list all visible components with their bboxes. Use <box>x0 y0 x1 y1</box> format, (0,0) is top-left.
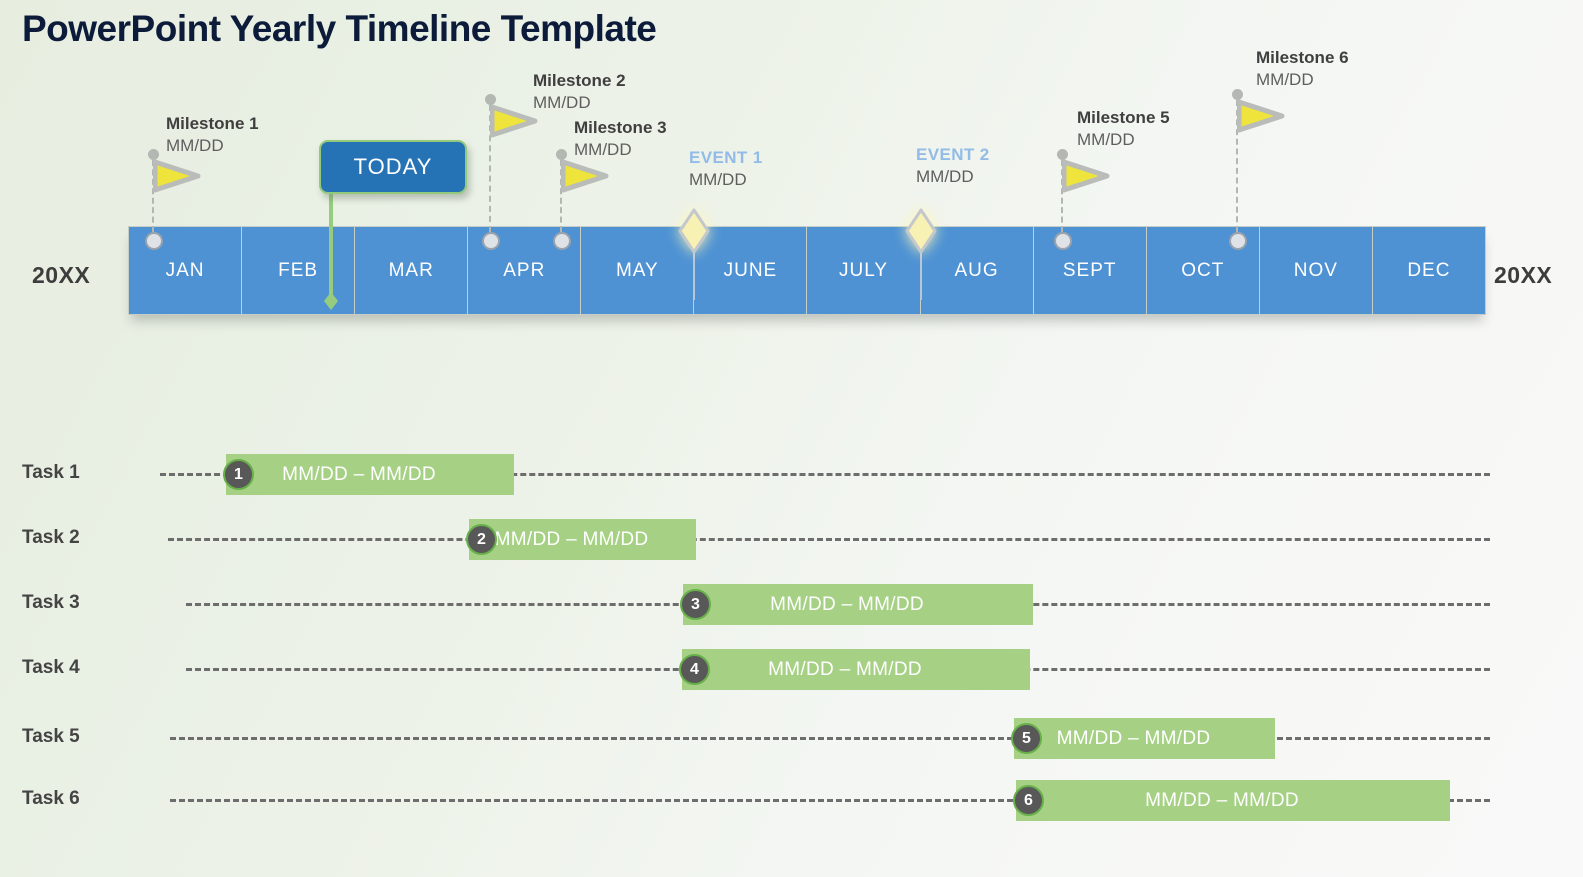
task-3-range: MM/DD – MM/DD <box>770 593 924 615</box>
milestone-3-date: MM/DD <box>574 140 632 159</box>
today-tip-icon <box>324 292 338 310</box>
milestone-anchor-dot <box>482 232 500 250</box>
task-4-bar[interactable]: MM/DD – MM/DD <box>682 649 1030 690</box>
milestone-6-date: MM/DD <box>1256 70 1314 89</box>
milestone-5-date: MM/DD <box>1077 130 1135 149</box>
today-marker[interactable]: TODAY <box>319 140 467 194</box>
task-1-badge[interactable]: 1 <box>223 459 254 490</box>
today-stem <box>329 192 333 296</box>
month-bar: JAN FEB MAR APR MAY JUNE JULY AUG SEPT O… <box>128 226 1486 315</box>
flag-icon <box>153 159 201 193</box>
month-cell-may[interactable]: MAY <box>580 226 694 315</box>
task-2-label: Task 2 <box>22 527 80 548</box>
task-row: Task 4 MM/DD – MM/DD 4 <box>0 645 1583 693</box>
task-3-bar[interactable]: MM/DD – MM/DD <box>683 584 1033 625</box>
milestone-1-title: Milestone 1 <box>166 114 259 133</box>
milestone-pole <box>1061 160 1063 232</box>
diamond-icon <box>678 208 710 254</box>
milestone-ball-icon <box>148 149 159 160</box>
task-6-bar[interactable]: MM/DD – MM/DD <box>1016 780 1450 821</box>
task-5-bar[interactable]: MM/DD – MM/DD <box>1014 718 1275 759</box>
flag-icon <box>1062 159 1110 193</box>
task-1-range: MM/DD – MM/DD <box>282 463 436 485</box>
task-row: Task 3 MM/DD – MM/DD 3 <box>0 580 1583 628</box>
task-bar-shape <box>1014 718 1275 759</box>
task-3-badge[interactable]: 3 <box>680 589 711 620</box>
milestone-1-date: MM/DD <box>166 136 224 155</box>
milestone-pole <box>1236 100 1238 232</box>
milestone-6-title: Milestone 6 <box>1256 48 1349 67</box>
diamond-icon <box>905 208 937 254</box>
milestone-5-title: Milestone 5 <box>1077 108 1170 127</box>
task-4-range: MM/DD – MM/DD <box>768 658 922 680</box>
milestone-pole <box>560 160 562 232</box>
task-bar-shape <box>226 454 514 495</box>
milestone-pole <box>152 160 154 232</box>
task-row: Task 2 MM/DD – MM/DD 2 <box>0 515 1583 563</box>
task-1-label: Task 1 <box>22 462 80 483</box>
milestone-anchor-dot <box>145 232 163 250</box>
task-bar-shape <box>1016 780 1450 821</box>
task-6-track <box>170 799 1490 802</box>
month-cell-aug[interactable]: AUG <box>919 226 1033 315</box>
task-6-range: MM/DD – MM/DD <box>1145 789 1299 811</box>
task-1-bar[interactable]: MM/DD – MM/DD <box>226 454 514 495</box>
month-cell-jan[interactable]: JAN <box>128 226 242 315</box>
task-6-label: Task 6 <box>22 788 80 809</box>
event-1-title: EVENT 1 <box>689 148 763 167</box>
task-5-range: MM/DD – MM/DD <box>1056 727 1211 749</box>
flag-icon <box>561 159 609 193</box>
task-5-track <box>170 737 1490 740</box>
task-2-bar[interactable]: MM/DD – MM/DD <box>469 519 696 560</box>
task-row: Task 5 MM/DD – MM/DD 5 <box>0 714 1583 762</box>
task-row: Task 6 MM/DD – MM/DD 6 <box>0 776 1583 824</box>
month-cell-july[interactable]: JULY <box>806 226 920 315</box>
flag-icon <box>490 104 538 138</box>
task-2-track <box>168 538 1490 541</box>
milestone-2-date: MM/DD <box>533 93 591 112</box>
milestone-3-title: Milestone 3 <box>574 118 667 137</box>
task-row: Task 1 MM/DD – MM/DD 1 <box>0 450 1583 498</box>
milestone-ball-icon <box>485 94 496 105</box>
task-6-badge[interactable]: 6 <box>1013 785 1044 816</box>
milestone-pole <box>489 105 491 232</box>
task-3-label: Task 3 <box>22 592 80 613</box>
event-stem <box>693 248 695 300</box>
month-cell-june[interactable]: JUNE <box>693 226 807 315</box>
month-cell-apr[interactable]: APR <box>467 226 581 315</box>
milestone-ball-icon <box>1057 149 1068 160</box>
task-bar-shape <box>682 649 1030 690</box>
task-2-range: MM/DD – MM/DD <box>494 528 649 550</box>
milestone-anchor-dot <box>1054 232 1072 250</box>
task-4-label: Task 4 <box>22 657 80 678</box>
month-cell-mar[interactable]: MAR <box>354 226 468 315</box>
event-2-date: MM/DD <box>916 167 974 186</box>
task-1-track <box>160 473 1490 476</box>
milestone-anchor-dot <box>553 232 571 250</box>
flag-icon <box>1237 99 1285 133</box>
month-cell-dec[interactable]: DEC <box>1371 226 1486 315</box>
year-label-left: 20XX <box>32 262 91 288</box>
task-bar-shape <box>683 584 1033 625</box>
milestone-2-title: Milestone 2 <box>533 71 626 90</box>
year-label-right: 20XX <box>1494 262 1553 288</box>
month-cell-oct[interactable]: OCT <box>1145 226 1259 315</box>
task-5-label: Task 5 <box>22 726 80 747</box>
task-2-badge[interactable]: 2 <box>466 524 497 555</box>
month-cell-nov[interactable]: NOV <box>1258 226 1372 315</box>
month-cell-sept[interactable]: SEPT <box>1032 226 1146 315</box>
event-stem <box>920 248 922 300</box>
page-title: PowerPoint Yearly Timeline Template <box>22 8 657 49</box>
task-4-badge[interactable]: 4 <box>679 654 710 685</box>
task-bar-shape <box>469 519 696 560</box>
event-2-title: EVENT 2 <box>916 145 990 164</box>
milestone-anchor-dot <box>1229 232 1247 250</box>
milestone-ball-icon <box>556 149 567 160</box>
milestone-ball-icon <box>1232 89 1243 100</box>
task-5-badge[interactable]: 5 <box>1011 723 1042 754</box>
event-1-date: MM/DD <box>689 170 747 189</box>
